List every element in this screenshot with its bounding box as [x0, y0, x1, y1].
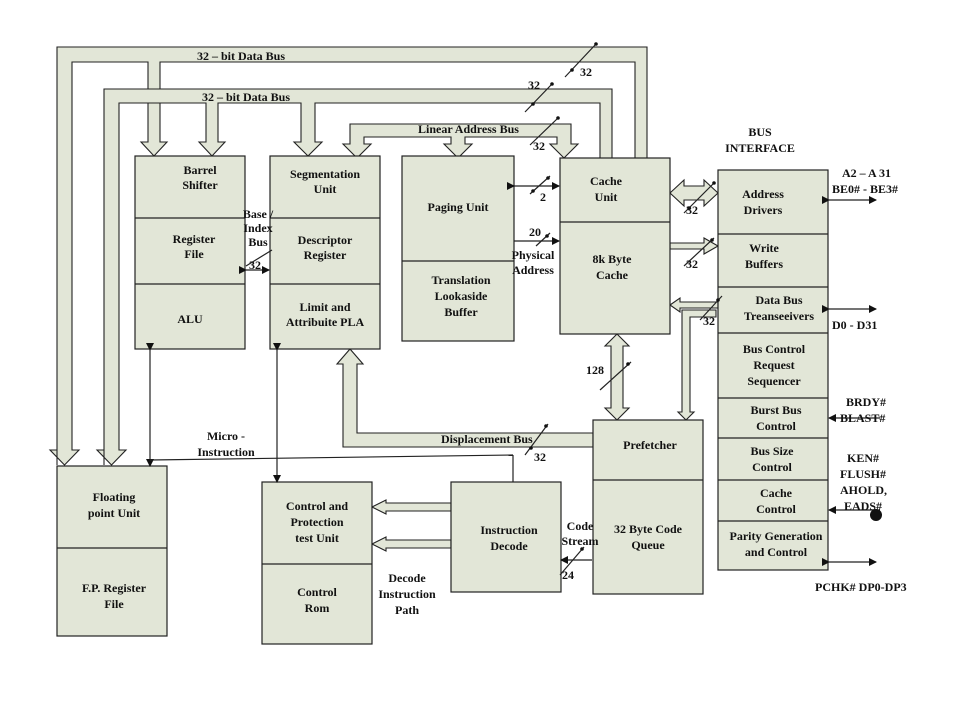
data-signals-d0: D0 - D31 [832, 318, 877, 332]
paging-unit-label: Paging Unit [427, 200, 488, 214]
width-address-drivers: 32 [686, 203, 698, 217]
width-base-index: 32 [249, 258, 261, 272]
width-top-bus: 32 [580, 65, 592, 79]
displacement-bus [335, 348, 594, 448]
cache-block [559, 157, 671, 335]
address-signals-a2: A2 – A 31 [842, 166, 891, 180]
width-linear-bus: 32 [533, 139, 545, 153]
bus-interface-block [717, 169, 829, 571]
paging-block [401, 155, 515, 342]
core-unit [134, 155, 246, 350]
segmentation-block [269, 155, 381, 350]
width-code-stream: 24 [562, 568, 574, 582]
signal-dot [870, 509, 882, 521]
dbt-prefetch-bus [676, 309, 717, 421]
parity-check-signals: PCHK# DP0-DP3 [815, 580, 907, 594]
width-slashes [245, 42, 723, 576]
second-data-bus-label: 32 – bit Data Bus [202, 90, 290, 104]
width-dbt: 32 [703, 314, 715, 328]
top-data-bus-label: 32 – bit Data Bus [197, 49, 285, 63]
alu-label: ALU [177, 312, 203, 326]
width-write-buffers: 32 [686, 257, 698, 271]
width-second-bus: 32 [528, 78, 540, 92]
micro-instruction-label: Micro -Instruction [197, 429, 255, 459]
width-cache-prefetch: 128 [586, 363, 604, 377]
prefetcher-label: Prefetcher [623, 438, 677, 452]
linear-address-bus [341, 123, 580, 159]
flush-signal: FLUSH# [840, 467, 886, 481]
cache-write-bus [669, 237, 720, 255]
decode-control-bus-1 [370, 499, 452, 515]
instruction-decode-block [450, 481, 562, 593]
eads-signal: EADS# [844, 499, 882, 513]
decode-control-bus-2 [370, 536, 452, 552]
width-paging-cache: 2 [540, 190, 546, 204]
control-block [261, 481, 373, 645]
displacement-bus-label: Displacement Bus [441, 432, 533, 446]
fpu-block [56, 465, 168, 637]
width-displacement: 32 [534, 450, 546, 464]
brdy-signal: BRDY# [846, 395, 886, 409]
thin-connections [146, 182, 882, 566]
address-signals-be: BE0# - BE3# [832, 182, 898, 196]
prefetch-block [592, 419, 704, 595]
width-physical: 20 [529, 225, 541, 239]
ken-signal: KEN# [847, 451, 879, 465]
cache-prefetch-bus [603, 333, 631, 421]
second-data-bus [95, 88, 613, 466]
ahold-signal: AHOLD, [840, 483, 887, 497]
linear-address-bus-label: Linear Address Bus [418, 122, 519, 136]
blast-signal: BLAST# [840, 411, 885, 425]
